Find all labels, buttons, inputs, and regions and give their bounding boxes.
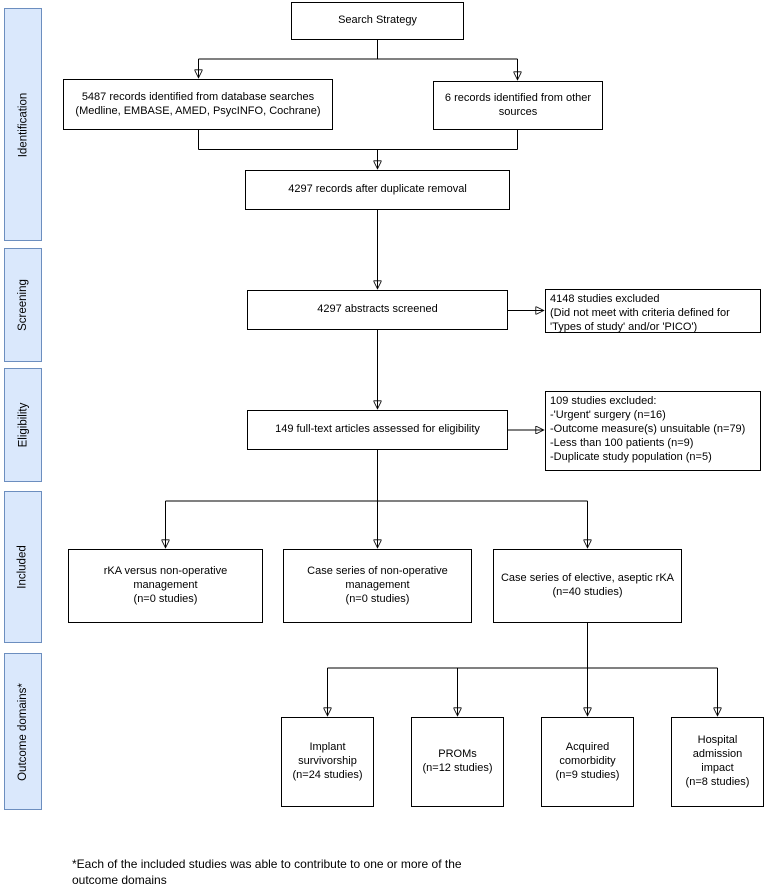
node-abstracts-screened: 4297 abstracts screened	[247, 290, 508, 330]
link-search-split	[198, 40, 518, 60]
node-search-strategy: Search Strategy	[291, 2, 464, 40]
node-included-case-series-nonop: Case series of non-operative management …	[283, 549, 472, 623]
stage-label: Included	[17, 545, 30, 589]
stage-label: Eligibility	[17, 402, 29, 448]
stage-label: Identification	[17, 92, 30, 157]
stage-outcome-domains: Outcome domains*	[4, 653, 42, 810]
node-database-records: 5487 records identified from database se…	[63, 79, 333, 130]
node-fulltext-assessed: 149 full-text articles assessed for elig…	[247, 410, 508, 450]
node-other-records: 6 records identified from other sources	[433, 81, 603, 130]
link-outcome-split	[327, 623, 718, 669]
node-fulltext-excluded: 109 studies excluded: -'Urgent' surgery …	[545, 391, 761, 471]
link-included-split	[165, 450, 588, 502]
stage-eligibility: Eligibility	[4, 368, 42, 482]
stage-label: Screening	[17, 279, 30, 331]
stage-label: Outcome domains*	[17, 682, 30, 781]
stage-identification: Identification	[4, 8, 42, 241]
node-included-rka-vs-nonop: rKA versus non-operative management (n=0…	[68, 549, 263, 623]
node-outcome-acquired-comorbidity: Acquired comorbidity (n=9 studies)	[541, 717, 634, 807]
node-outcome-proms: PROMs (n=12 studies)	[411, 717, 504, 807]
link-merge-duplicates	[198, 130, 518, 150]
footnote: *Each of the included studies was able t…	[72, 857, 462, 887]
node-outcome-hospital-admission: Hospital admission impact (n=8 studies)	[671, 717, 764, 807]
node-after-duplicates: 4297 records after duplicate removal	[245, 170, 510, 210]
node-abstracts-excluded: 4148 studies excluded (Did not meet with…	[545, 289, 761, 333]
node-included-case-series-elective: Case series of elective, aseptic rKA (n=…	[493, 549, 682, 623]
node-outcome-implant-survivorship: Implant survivorship (n=24 studies)	[281, 717, 374, 807]
stage-included: Included	[4, 491, 42, 643]
stage-screening: Screening	[4, 248, 42, 362]
